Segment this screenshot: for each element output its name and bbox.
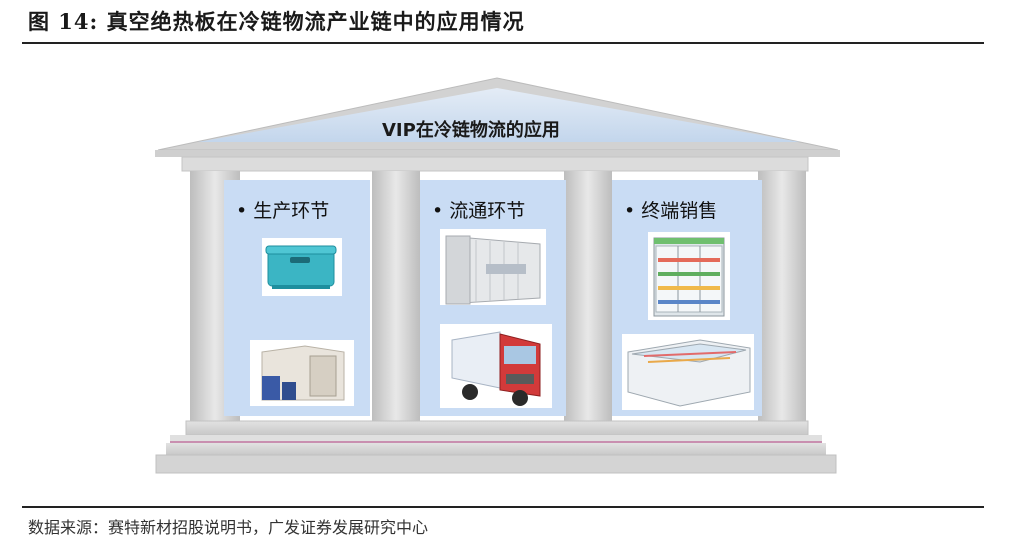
chest-freezer-image <box>622 334 754 410</box>
refrigerated-truck-image <box>440 324 552 408</box>
roof-label: VIP在冷链物流的应用 <box>382 116 560 142</box>
source-divider <box>22 506 984 508</box>
cold-room-image <box>250 340 354 406</box>
column-label-circulation: • 流通环节 <box>432 196 525 223</box>
base <box>156 421 836 473</box>
display-fridge-image <box>648 232 730 320</box>
column-label-retail: • 终端销售 <box>624 196 717 223</box>
column-label-production: • 生产环节 <box>236 196 329 223</box>
cooler-box-image <box>262 238 342 296</box>
source-note: 数据来源：赛特新材招股说明书，广发证券发展研究中心 <box>28 514 428 538</box>
shipping-container-image <box>440 229 546 305</box>
